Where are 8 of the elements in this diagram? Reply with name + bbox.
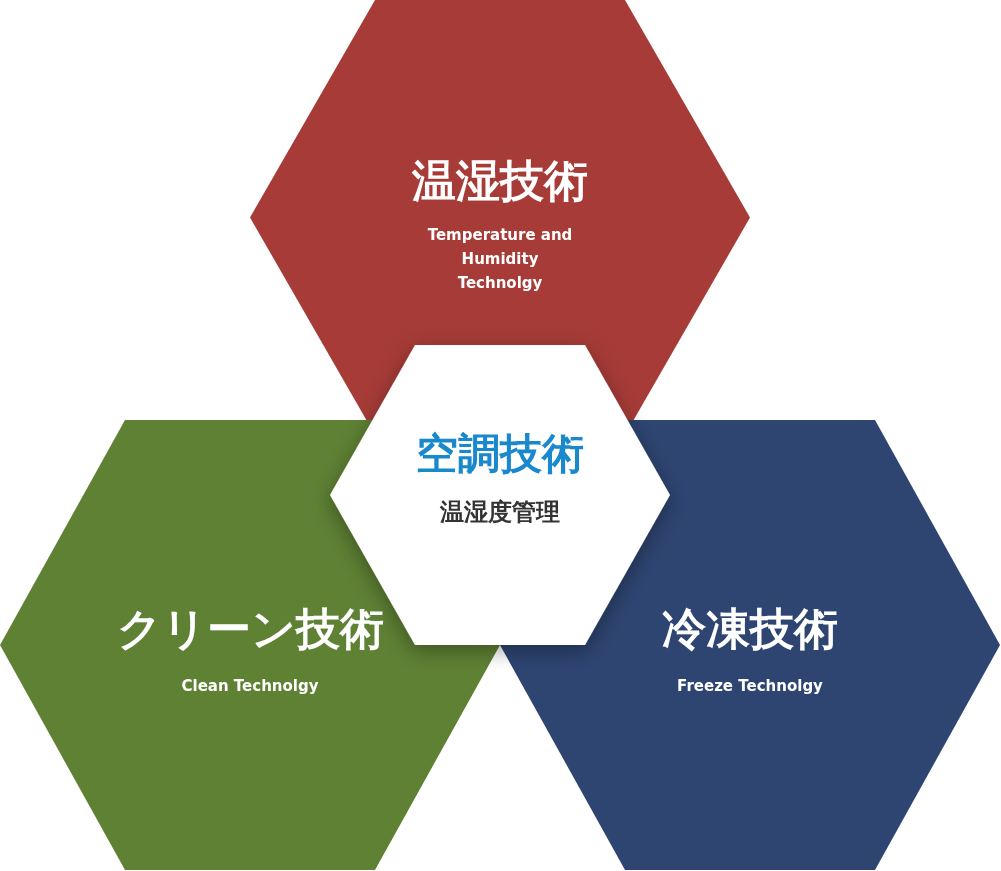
heading-text: 冷凍技術 [662,601,838,656]
subtitle-text: Temperature and Humidity Technolgy [426,225,574,294]
heading-text: クリーン技術 [116,601,384,656]
heading-text: 温湿技術 [412,153,588,208]
subtitle-text: 温湿度管理 [440,496,560,528]
subtitle-text: Freeze Technolgy [677,676,823,697]
heading-text: 空調技術 [416,427,584,480]
subtitle-text: Clean Technolgy [181,676,319,697]
